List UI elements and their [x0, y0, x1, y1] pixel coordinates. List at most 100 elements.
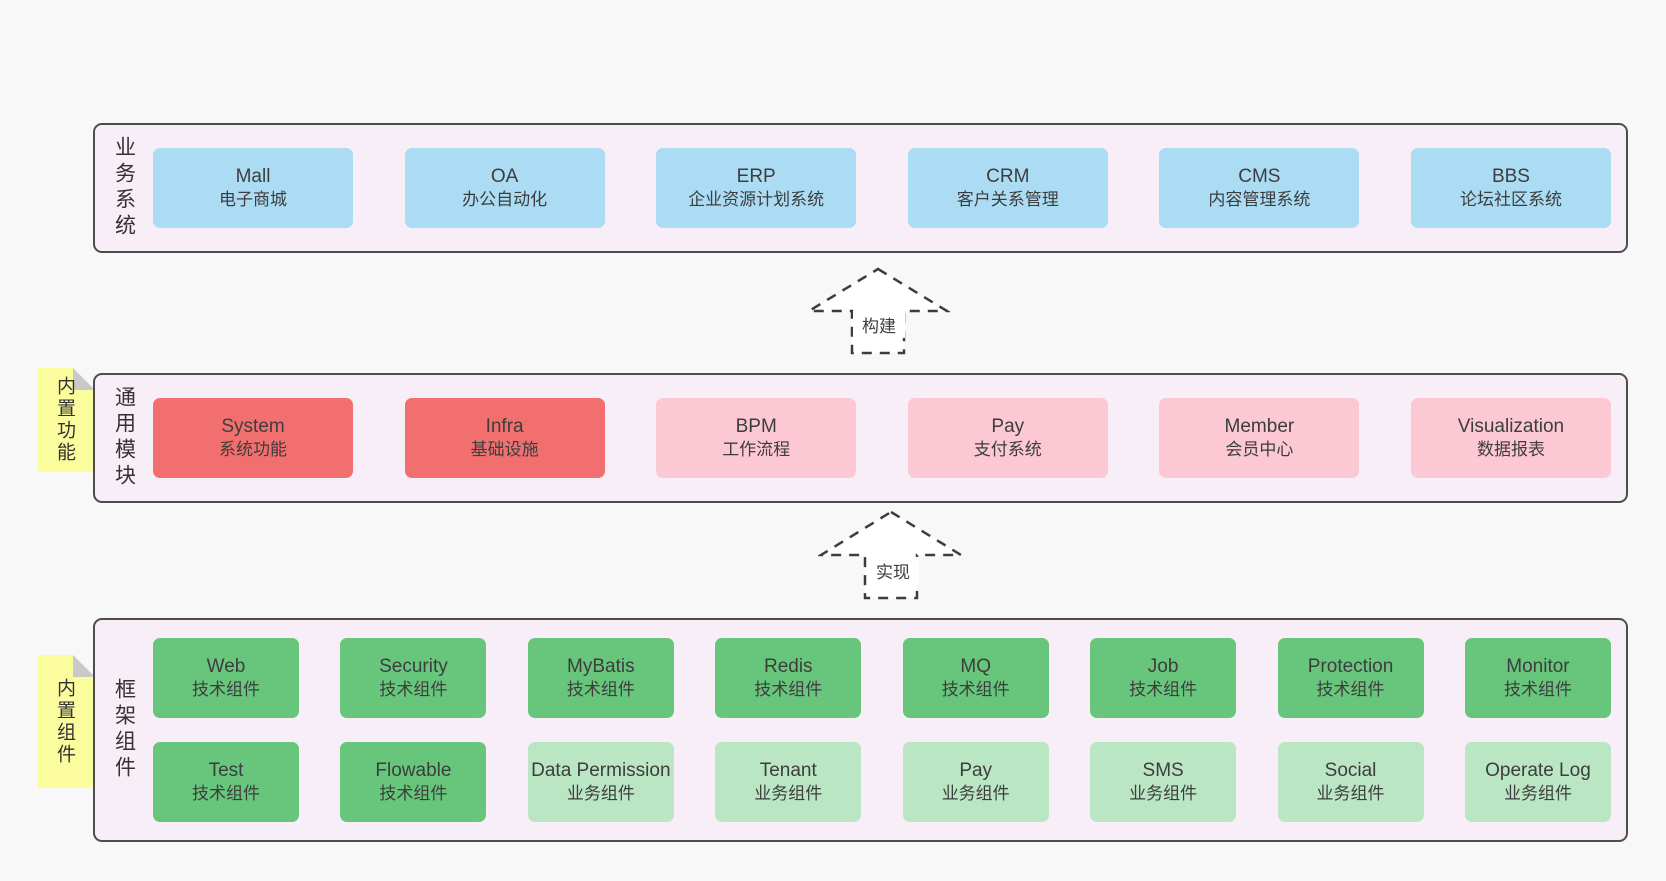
component-name: Social [1324, 759, 1377, 781]
component-desc: 业务组件 [1503, 784, 1572, 804]
component-desc: 企业资源计划系统 [688, 190, 825, 210]
component-name: Monitor [1506, 655, 1570, 677]
component-name: Test [208, 759, 244, 781]
component-name: Web [206, 655, 246, 677]
component-desc: 技术组件 [754, 680, 823, 700]
component-desc: 数据报表 [1476, 440, 1545, 460]
component-desc: 业务组件 [1129, 784, 1198, 804]
component-desc: 技术组件 [379, 680, 448, 700]
component-name: OA [490, 165, 519, 187]
component-box-mq: MQ 技术组件 [902, 638, 1049, 718]
component-name: Tenant [759, 759, 817, 781]
component-desc: 会员中心 [1225, 440, 1294, 460]
component-box-bbs: BBS 论坛社区系统 [1410, 148, 1611, 228]
component-box-erp: ERP 企业资源计划系统 [656, 148, 857, 228]
component-name: Mall [235, 165, 271, 187]
component-box-flowable: Flowable 技术组件 [340, 742, 487, 822]
component-desc: 技术组件 [192, 784, 260, 804]
component-name: ERP [736, 165, 776, 187]
component-desc: 业务组件 [566, 784, 635, 804]
component-name: Job [1147, 655, 1179, 677]
component-box-security: Security 技术组件 [340, 638, 487, 718]
arrow-build: 构建 [806, 266, 950, 356]
component-box-monitor: Monitor 技术组件 [1464, 638, 1611, 718]
component-desc: 技术组件 [1316, 680, 1385, 700]
component-desc: 业务组件 [754, 784, 823, 804]
component-name: Visualization [1457, 415, 1565, 437]
component-box-member: Member 会员中心 [1159, 398, 1360, 478]
component-desc: 技术组件 [192, 680, 260, 700]
component-desc: 客户关系管理 [956, 190, 1059, 210]
arrow-implement: 实现 [818, 509, 964, 601]
component-name: Security [379, 655, 448, 677]
component-name: BBS [1491, 165, 1530, 187]
sticky-note-label: 内置功能 [54, 376, 75, 464]
component-box-visualization: Visualization 数据报表 [1410, 398, 1611, 478]
component-box-job: Job 技术组件 [1090, 638, 1237, 718]
note-fold-icon [73, 368, 95, 390]
component-name: Infra [485, 415, 524, 437]
component-box-cms: CMS 内容管理系统 [1159, 148, 1360, 228]
arrow-implement-label: 实现 [867, 557, 919, 584]
component-name: MQ [960, 655, 991, 677]
component-box-pay: Pay 支付系统 [907, 398, 1108, 478]
component-box-tenant: Tenant 业务组件 [715, 742, 862, 822]
component-name: Member [1224, 415, 1295, 437]
component-desc: 论坛社区系统 [1459, 190, 1562, 210]
component-box-test: Test 技术组件 [153, 742, 299, 822]
band-label: 通用模块 [112, 386, 136, 490]
component-desc: 技术组件 [941, 680, 1010, 700]
component-box-oa: OA 办公自动化 [404, 148, 605, 228]
component-desc: 业务组件 [941, 784, 1010, 804]
component-name: Redis [763, 655, 813, 677]
component-desc: 电子商城 [219, 190, 287, 210]
component-desc: 办公自动化 [462, 190, 548, 210]
component-desc: 技术组件 [566, 680, 635, 700]
component-desc: 业务组件 [1316, 784, 1385, 804]
component-name: Pay [959, 759, 993, 781]
component-desc: 技术组件 [1129, 680, 1198, 700]
component-name: Data Permission [531, 759, 671, 781]
component-desc: 基础设施 [470, 440, 539, 460]
component-name: Pay [991, 415, 1025, 437]
component-name: Flowable [375, 759, 452, 781]
component-name: CRM [986, 165, 1030, 187]
component-desc: 工作流程 [722, 440, 791, 460]
up-arrow-icon [818, 510, 964, 600]
sticky-note-builtin-components: 内置组件 [38, 655, 95, 788]
component-desc: 技术组件 [1503, 680, 1572, 700]
band-label: 业务系统 [112, 136, 136, 240]
component-name: Protection [1307, 655, 1394, 677]
component-desc: 支付系统 [973, 440, 1042, 460]
component-box-sms: SMS 业务组件 [1090, 742, 1237, 822]
component-box-infra: Infra 基础设施 [404, 398, 605, 478]
component-desc: 内容管理系统 [1208, 190, 1311, 210]
sticky-note-builtin-features: 内置功能 [38, 368, 95, 472]
component-box-mybatis: MyBatis 技术组件 [527, 638, 674, 718]
component-box-social: Social 业务组件 [1277, 742, 1424, 822]
component-box-web: Web 技术组件 [153, 638, 299, 718]
component-box-protection: Protection 技术组件 [1277, 638, 1424, 718]
component-desc: 技术组件 [379, 784, 448, 804]
note-fold-icon [73, 655, 95, 677]
band-label: 框架组件 [112, 678, 136, 782]
band-business-systems: 业务系统 Mall 电子商城 OA 办公自动化 ERP 企业资源计划系统 CRM 客户关系管理… [93, 123, 1628, 253]
component-box-data-permission: Data Permission 业务组件 [527, 742, 674, 822]
component-name: CMS [1238, 165, 1281, 187]
arrow-build-label: 构建 [853, 311, 905, 338]
component-name: MyBatis [567, 655, 635, 677]
band-framework-components: 框架组件 Web 技术组件 Security 技术组件 MyBatis 技术组件 Redis… [93, 618, 1628, 842]
band-rows: Mall 电子商城 OA 办公自动化 ERP 企业资源计划系统 CRM 客户关系管理 CMS 内容… [153, 125, 1626, 251]
component-name: SMS [1142, 759, 1184, 781]
sticky-note-label: 内置组件 [54, 677, 75, 766]
